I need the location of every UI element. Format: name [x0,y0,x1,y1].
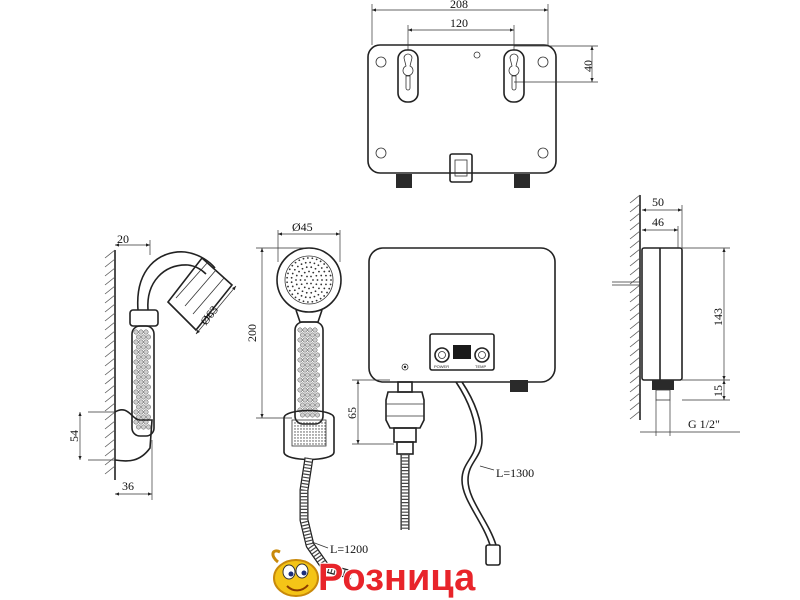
mount-slot-left [397,49,419,103]
mascot-icon [271,549,319,597]
mount-slot-right [503,49,525,103]
shower-front-view: Ø45 200 L=1200 [245,220,368,580]
dim-mount-spacing: 120 [450,16,468,30]
dim-thread-size: G 1/2" [688,417,720,431]
dim-bracket-depth: 36 [122,479,134,493]
dim-side-depth-outer: 50 [652,195,664,209]
dim-bracket-height: 54 [67,430,81,442]
temp-label: TEMP [475,364,486,369]
dim-handset-length: 200 [245,324,259,342]
dim-top-width: 208 [450,0,468,11]
dim-hose-length: L=1200 [330,542,368,556]
brand-logo: Розница [271,549,477,600]
dim-side-pipe-height: 15 [711,385,725,397]
dim-fitting-length: 65 [345,407,359,419]
heater-side-view: 50 46 143 15 G 1/2" [612,194,740,436]
dim-head-diameter: Ø45 [292,220,313,234]
power-label: POWER [434,364,449,369]
dim-side-height: 143 [711,308,725,326]
dim-mount-height: 40 [581,60,595,72]
dim-wall-offset: 20 [117,232,129,246]
heater-front-view: POWER TEMP 65 L=1300 [345,247,556,566]
dim-side-depth-inner: 46 [652,215,664,229]
back-view: 208 120 40 [367,0,598,188]
logo-text: Розница [318,557,476,599]
dim-cable-length: L=1300 [496,466,534,480]
shower-side-view: 20 Ø63 54 36 [67,232,237,500]
